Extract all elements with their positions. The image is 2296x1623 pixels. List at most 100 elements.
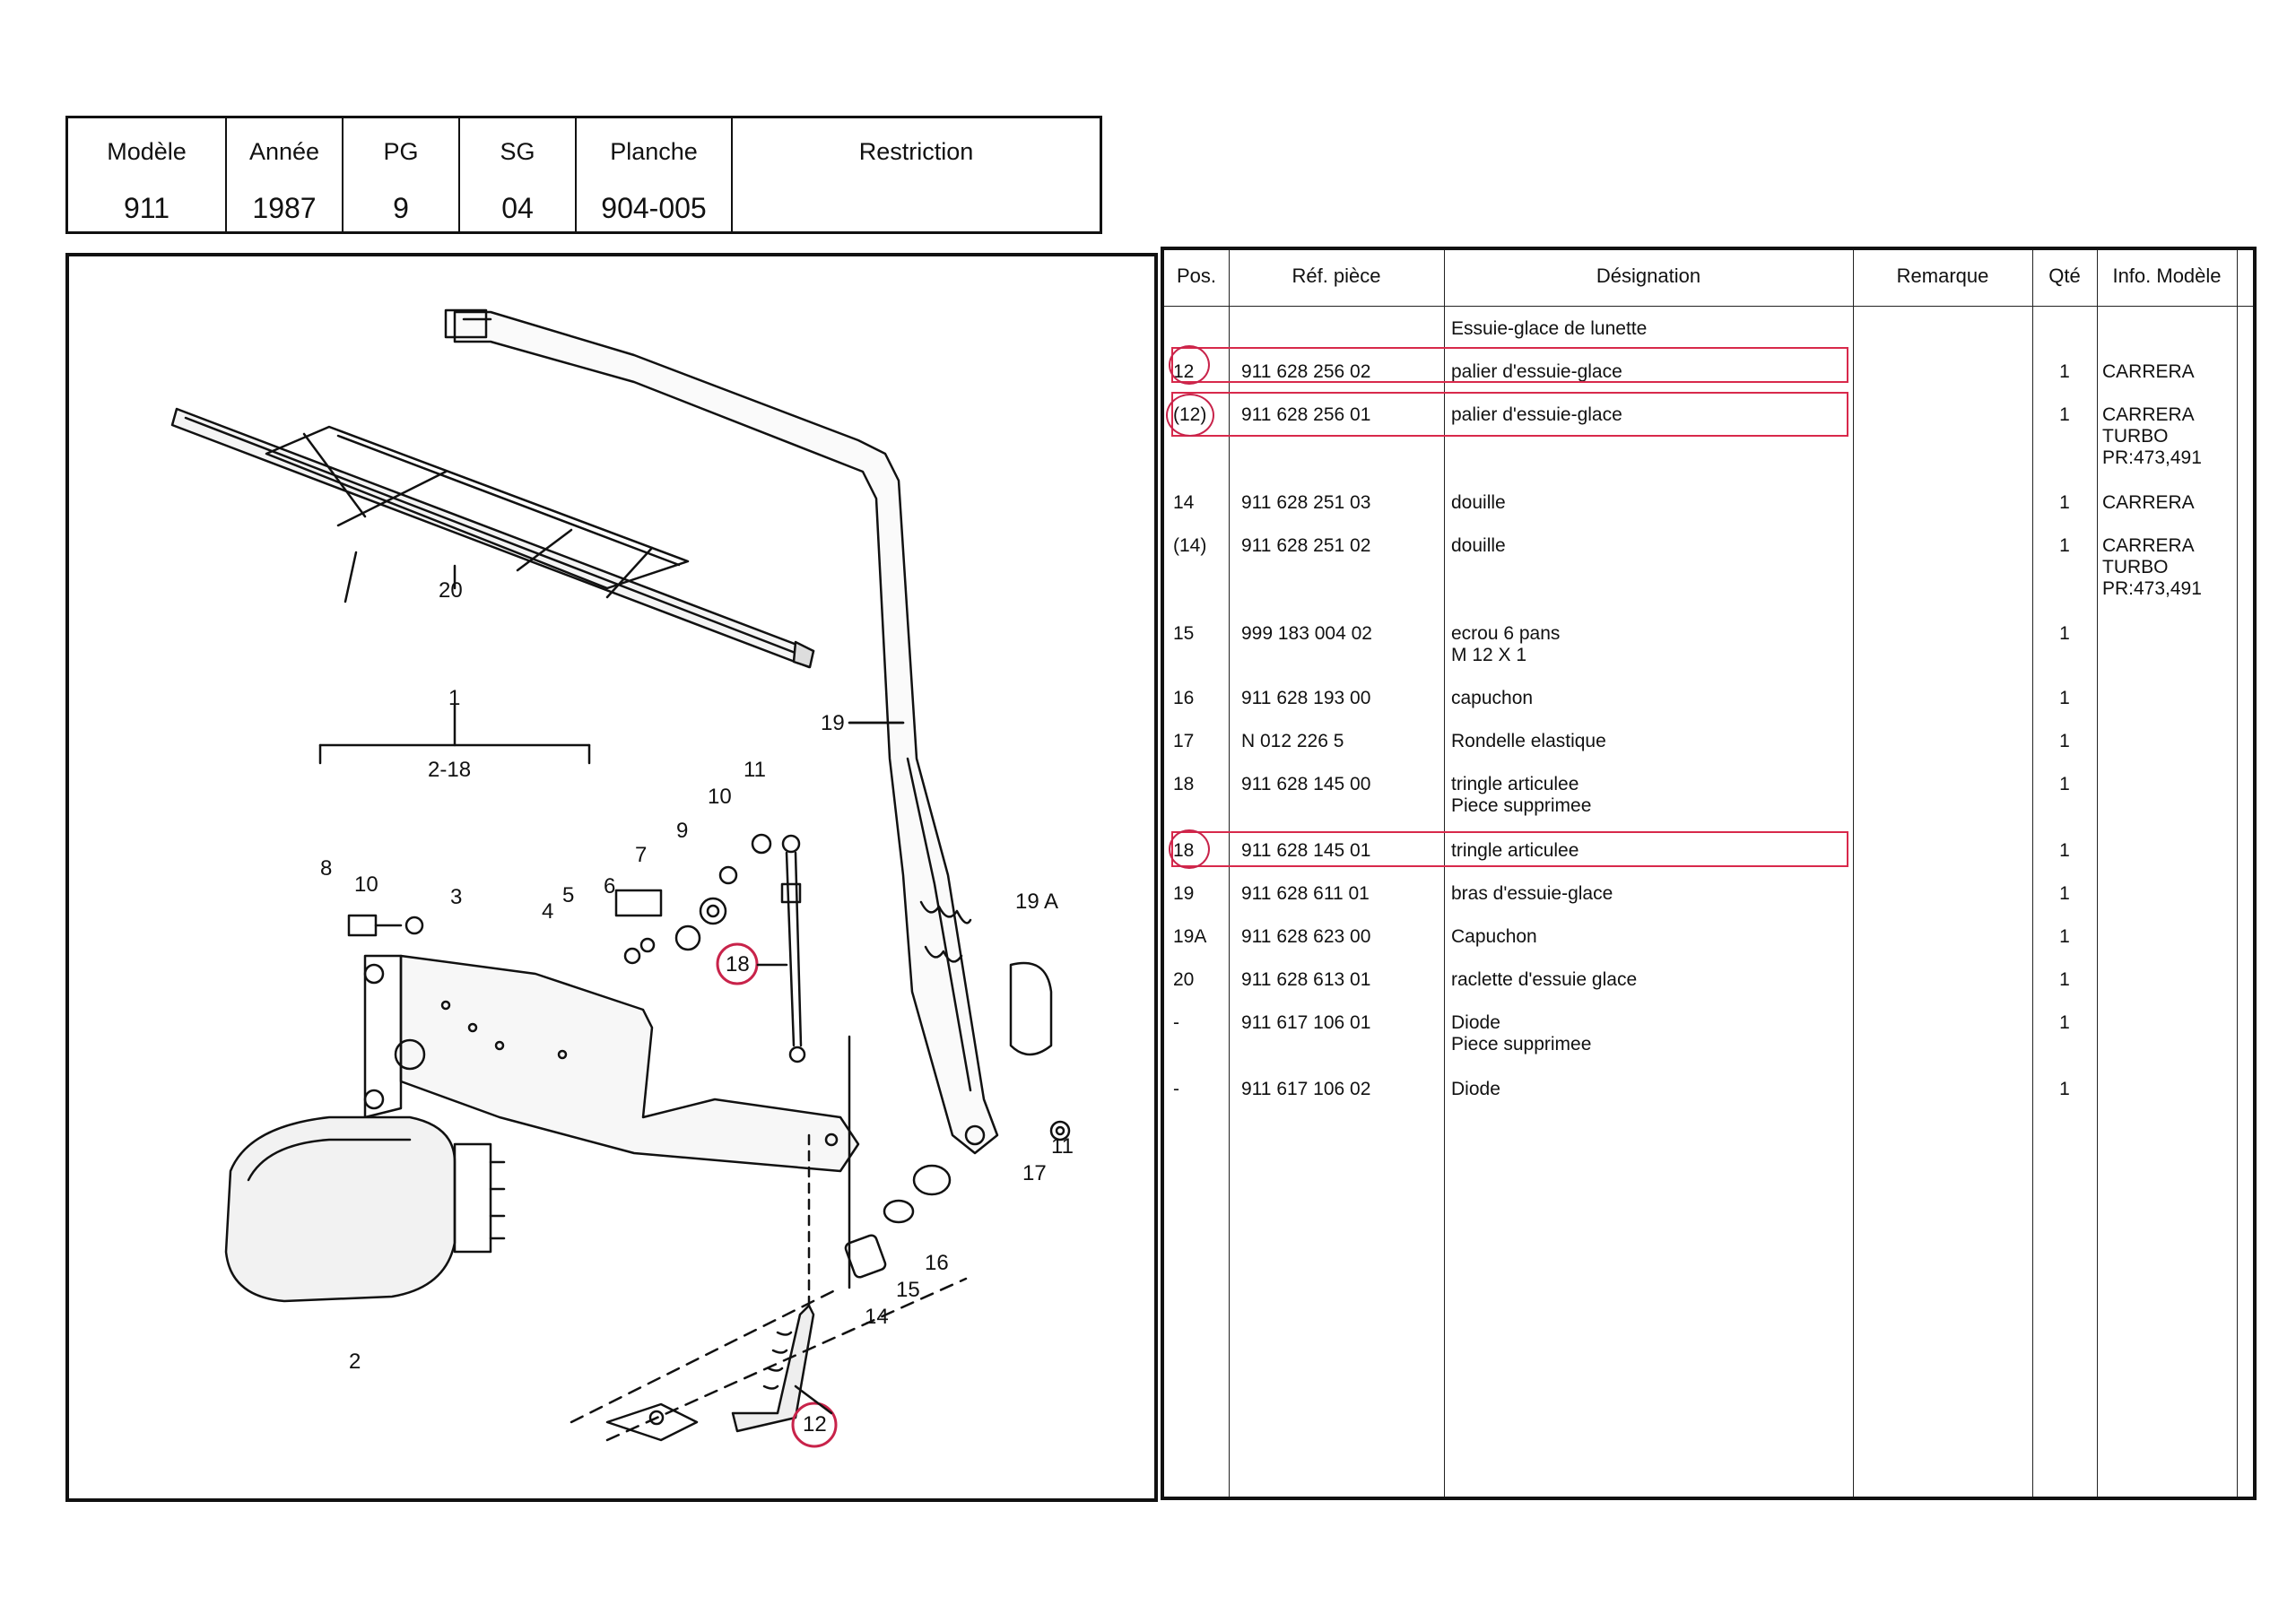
drawing-label: 7 (635, 843, 647, 867)
cell-ref: 911 628 251 03 (1241, 492, 1371, 513)
cell-designation: raclette d'essuie glace (1451, 969, 1638, 990)
header-value-pg: 9 (393, 192, 409, 224)
header-value-modele: 911 (123, 192, 170, 224)
cell-designation: palier d'essuie-glace (1451, 361, 1622, 382)
col-remarque: Remarque (1896, 265, 1989, 287)
cell-ref: 911 617 106 02 (1241, 1079, 1371, 1099)
cell-qte: 1 (2059, 535, 2070, 556)
drawing-label: 2-18 (428, 758, 471, 782)
cell-designation: Diode Piece supprimee (1451, 1012, 1592, 1055)
cell-qte: 1 (2059, 926, 2070, 947)
cell-pos: 17 (1173, 731, 1195, 751)
drawing-label: 14 (865, 1305, 889, 1329)
cell-designation: palier d'essuie-glace (1451, 404, 1622, 425)
cell-qte: 1 (2059, 774, 2070, 794)
drawing-label: 12 (803, 1412, 827, 1436)
drawing-labels: 20 1 2-18 19 11 10 9 7 6 5 4 3 8 10 18 1… (320, 578, 1074, 1436)
cell-ref: 911 628 145 00 (1241, 774, 1371, 794)
cell-info: CARRERA TURBO PR:473,491 (2102, 535, 2202, 599)
cell-designation: capuchon (1451, 688, 1534, 708)
col-info: Info. Modèle (2112, 265, 2222, 287)
col-qte: Qté (2048, 265, 2081, 287)
drawing-label: 9 (676, 819, 688, 843)
cell-ref: 999 183 004 02 (1241, 623, 1372, 644)
drawing-label: 10 (708, 785, 732, 809)
drawing-label: 5 (562, 883, 574, 907)
drawing-label: 19 (821, 711, 845, 735)
header-cell-restriction: Restriction (733, 118, 1100, 231)
cell-qte: 1 (2059, 623, 2070, 644)
cell-info: CARRERA (2102, 361, 2195, 382)
drawing-label: 4 (542, 899, 553, 924)
assembly-bracket (318, 703, 591, 765)
header-label-annee: Année (248, 138, 320, 165)
cell-ref: 911 628 145 01 (1241, 840, 1371, 861)
header-label-restriction: Restriction (858, 138, 974, 165)
cell-qte: 1 (2059, 969, 2070, 990)
section-title: Essuie-glace de lunette (1451, 318, 1648, 339)
cell-pos: 19A (1173, 926, 1207, 947)
wiper-blade-20 (170, 407, 815, 669)
drawing-label: 18 (726, 952, 750, 976)
cell-designation: ecrou 6 pans M 12 X 1 (1451, 623, 1561, 665)
cell-qte: 1 (2059, 361, 2070, 382)
cell-designation: tringle articulee (1451, 840, 1579, 861)
exploded-drawing-panel: 20 1 2-18 19 11 10 9 7 6 5 4 3 8 10 18 1… (65, 253, 1158, 1502)
drawing-label: 8 (320, 856, 332, 881)
cell-pos: (14) (1173, 535, 1207, 556)
cell-qte: 1 (2059, 1012, 2070, 1033)
cell-qte: 1 (2059, 1079, 2070, 1099)
link-rod-18 (780, 834, 806, 1063)
drawing-label: 3 (450, 885, 462, 909)
header-value-planche: 904-005 (601, 192, 707, 224)
exploded-drawing: 20 1 2-18 19 11 10 9 7 6 5 4 3 8 10 18 1… (170, 308, 1074, 1448)
small-parts (347, 833, 1071, 1141)
drawing-label: 17 (1022, 1161, 1047, 1185)
header-cell-modele: Modèle 911 (68, 118, 227, 231)
drawing-label: 11 (744, 758, 766, 782)
highlight-row-12b (1171, 392, 1848, 437)
circle-pos-12 (1169, 345, 1210, 385)
spindle-12 (570, 1035, 968, 1442)
wiper-motor-2 (224, 1115, 506, 1303)
col-designation: Désignation (1596, 265, 1701, 287)
drawing-label: 11 (1051, 1134, 1074, 1159)
cell-designation: Capuchon (1451, 926, 1537, 947)
cell-pos: - (1173, 1079, 1179, 1099)
header-label-sg: SG (500, 138, 535, 165)
cell-qte: 1 (2059, 883, 2070, 904)
cell-pos: - (1173, 1012, 1179, 1033)
mounting-plate-3 (363, 954, 860, 1173)
cell-pos: 18 (1173, 774, 1195, 794)
header-label-modele: Modèle (107, 138, 187, 165)
highlight-row-12 (1171, 347, 1848, 383)
cell-designation: Rondelle elastique (1451, 731, 1606, 751)
cell-ref: 911 617 106 01 (1241, 1012, 1371, 1033)
highlight-row-18 (1171, 831, 1848, 867)
cell-ref: 911 628 193 00 (1241, 688, 1371, 708)
drawing-label: 19 A (1015, 890, 1058, 914)
cell-designation: Diode (1451, 1079, 1500, 1099)
cell-designation: bras d'essuie-glace (1451, 883, 1613, 904)
drawing-label: 16 (925, 1251, 949, 1275)
cell-qte: 1 (2059, 404, 2070, 425)
cell-ref: 911 628 613 01 (1241, 969, 1371, 990)
circle-pos-12b (1166, 394, 1214, 437)
cell-pos: 20 (1173, 969, 1195, 990)
drawing-label: 2 (349, 1350, 361, 1374)
header-table: Modèle 911 Année 1987 PG 9 SG 04 Planche… (65, 116, 1102, 234)
cell-pos: 15 (1173, 623, 1195, 644)
header-cell-sg: SG 04 (460, 118, 577, 231)
col-ref: Réf. pièce (1292, 265, 1381, 287)
cell-ref: 911 628 256 01 (1241, 404, 1371, 425)
header-cell-pg: PG 9 (344, 118, 460, 231)
drawing-label: 20 (439, 578, 463, 603)
cell-ref: N 012 226 5 (1241, 731, 1344, 751)
cell-designation: tringle articulee Piece supprimee (1451, 774, 1592, 816)
cell-qte: 1 (2059, 731, 2070, 751)
header-value-annee: 1987 (252, 192, 317, 224)
parts-table: Pos. Réf. pièce Désignation Remarque Qté… (1161, 247, 2257, 1500)
cell-info: CARRERA TURBO PR:473,491 (2102, 404, 2202, 468)
drawing-label: 1 (448, 686, 460, 710)
header-label-pg: PG (383, 138, 419, 165)
